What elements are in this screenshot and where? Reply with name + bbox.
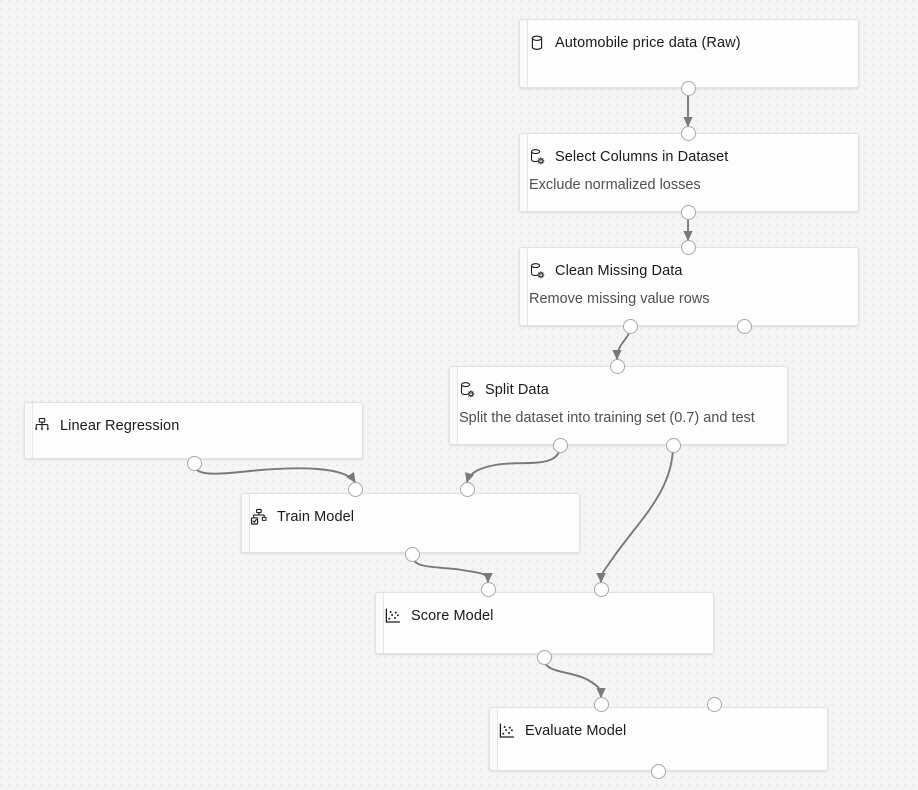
edge-train-to-score[interactable] (411, 554, 493, 584)
node-accent-bar (242, 494, 250, 552)
database-gear-icon (530, 263, 545, 279)
node-train-model[interactable]: Train Model (241, 493, 580, 553)
input-port-select-columns-in-dataset-0[interactable] (680, 125, 696, 141)
node-subtitle: Remove missing value rows (529, 291, 710, 307)
output-port-clean-missing-data-1[interactable] (736, 318, 752, 334)
node-title: Score Model (411, 608, 494, 624)
edge-linreg-to-train[interactable] (193, 463, 356, 483)
node-subtitle: Split the dataset into training set (0.7… (459, 410, 755, 426)
output-port-select-columns-in-dataset-0[interactable] (680, 204, 696, 220)
input-port-score-model-0[interactable] (480, 581, 496, 597)
node-accent-bar (450, 367, 458, 444)
database-gear-icon (460, 382, 475, 398)
output-port-evaluate-model-0[interactable] (650, 763, 666, 779)
node-accent-bar (376, 593, 384, 653)
node-title-row: Linear Regression (33, 417, 356, 435)
node-title-row: Train Model (250, 508, 573, 526)
edge-score-to-evaluate[interactable] (543, 657, 606, 699)
input-port-clean-missing-data-0[interactable] (680, 239, 696, 255)
output-port-score-model-0[interactable] (536, 649, 552, 665)
node-title-row: Clean Missing Data (528, 262, 852, 280)
output-port-split-data-1[interactable] (665, 437, 681, 453)
input-port-train-model-1[interactable] (459, 481, 475, 497)
train-model-icon (250, 508, 267, 525)
node-body (498, 708, 827, 770)
node-title: Evaluate Model (525, 723, 627, 739)
scatter-plot-icon (499, 723, 515, 738)
node-subtitle: Exclude normalized losses (529, 177, 701, 193)
node-accent-bar (520, 134, 528, 211)
input-port-score-model-1[interactable] (593, 581, 609, 597)
model-hierarchy-icon (34, 418, 50, 431)
edge-split-left-to-train[interactable] (465, 445, 561, 484)
node-body (528, 248, 858, 325)
node-title: Split Data (485, 382, 549, 398)
node-title-row: Automobile price data (Raw) (528, 34, 852, 52)
node-title: Clean Missing Data (555, 263, 683, 279)
input-port-evaluate-model-0[interactable] (593, 696, 609, 712)
node-title: Linear Regression (60, 418, 180, 434)
scatter-plot-icon (385, 608, 401, 623)
node-automobile-price-data-raw[interactable]: Automobile price data (Raw) (519, 19, 859, 88)
node-accent-bar (520, 248, 528, 325)
output-port-clean-missing-data-0[interactable] (622, 318, 638, 334)
node-body (250, 494, 579, 552)
node-body (458, 367, 787, 444)
node-title: Select Columns in Dataset (555, 149, 729, 165)
output-port-split-data-0[interactable] (552, 437, 568, 453)
node-title-row: Select Columns in Dataset (528, 148, 852, 166)
node-body (528, 20, 858, 87)
node-evaluate-model[interactable]: Evaluate Model (489, 707, 828, 771)
input-port-train-model-0[interactable] (347, 481, 363, 497)
node-title: Train Model (277, 509, 355, 525)
node-accent-bar (25, 403, 33, 458)
node-accent-bar (520, 20, 528, 87)
output-port-linear-regression-0[interactable] (186, 455, 202, 471)
node-body (33, 403, 362, 458)
node-score-model[interactable]: Score Model (375, 592, 714, 654)
node-body (384, 593, 713, 653)
edge-split-right-to-score[interactable] (596, 445, 674, 584)
node-linear-regression[interactable]: Linear Regression (24, 402, 363, 459)
database-icon (531, 35, 543, 50)
output-port-automobile-price-data-raw-0[interactable] (680, 80, 696, 96)
node-title-row: Split Data (458, 381, 781, 399)
node-body (528, 134, 858, 211)
database-gear-icon (530, 149, 545, 165)
input-port-split-data-0[interactable] (609, 358, 625, 374)
node-title-row: Score Model (384, 607, 707, 625)
input-port-evaluate-model-1[interactable] (706, 696, 722, 712)
node-title: Automobile price data (Raw) (555, 35, 741, 51)
node-title-row: Evaluate Model (498, 722, 821, 740)
output-port-train-model-0[interactable] (404, 546, 420, 562)
node-accent-bar (490, 708, 498, 770)
